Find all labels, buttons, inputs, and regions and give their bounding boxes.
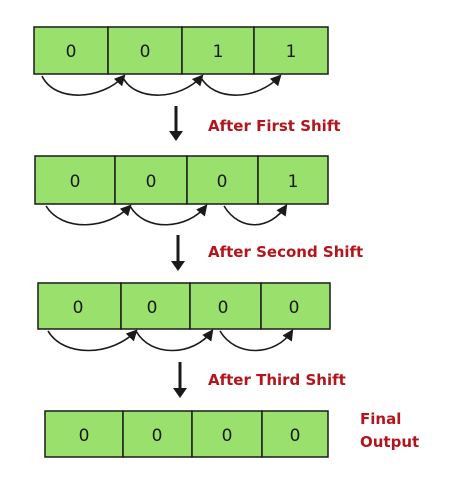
shift-arrows [47, 329, 294, 352]
bit-value: 0 [217, 172, 228, 192]
bit-value: 0 [152, 426, 163, 446]
register-cell [181, 26, 255, 75]
bit-value: 0 [70, 172, 81, 192]
shift-arrow [135, 329, 214, 352]
register-cell [261, 410, 329, 458]
bit-value: 0 [73, 298, 84, 318]
register-cell [257, 155, 329, 205]
final-output-label-line2: Output [360, 433, 419, 451]
bit-value: 0 [218, 298, 229, 318]
register-cell [191, 410, 263, 458]
shift-arrow [199, 74, 282, 96]
final-output-label-line1: Final [360, 410, 401, 428]
bit-value: 1 [288, 172, 299, 192]
step-label-second: After Second Shift [208, 243, 363, 261]
shift-arrow [47, 329, 138, 352]
shift-arrow [129, 204, 208, 226]
step-label-third: After Third Shift [208, 371, 346, 389]
bit-value: 0 [222, 426, 233, 446]
register-cell [260, 282, 331, 330]
register-final-output: 0 0 0 0 [44, 410, 329, 458]
bit-value: 0 [140, 42, 151, 62]
register-cell [107, 26, 183, 75]
bit-value: 0 [147, 298, 158, 318]
register-after-second-shift: 0 0 0 0 [37, 282, 331, 330]
register-cell [120, 282, 191, 330]
register-cell [189, 282, 262, 330]
register-cell [122, 410, 193, 458]
shift-arrow [121, 74, 204, 96]
step-label-first: After First Shift [208, 117, 341, 135]
bit-value: 0 [289, 298, 300, 318]
register-cell [33, 26, 109, 75]
bit-value: 0 [79, 426, 90, 446]
shift-arrow [219, 329, 294, 352]
bit-value: 0 [290, 426, 301, 446]
bit-value: 0 [146, 172, 157, 192]
step-arrow-2 [171, 235, 185, 271]
shift-arrow [45, 204, 132, 226]
register-cell [253, 26, 329, 75]
bit-value: 1 [213, 42, 224, 62]
register-initial: 0 0 1 1 [33, 26, 329, 75]
register-cell [37, 282, 122, 330]
register-cell [44, 410, 124, 458]
shift-arrows [41, 74, 282, 96]
shift-arrow [223, 204, 288, 226]
bit-value: 1 [286, 42, 297, 62]
bit-value: 0 [66, 42, 77, 62]
shift-arrow [41, 74, 126, 96]
shift-arrows [45, 204, 288, 226]
step-arrow-1 [169, 106, 183, 141]
register-after-first-shift: 0 0 0 1 [34, 155, 329, 205]
step-arrow-3 [173, 362, 187, 398]
